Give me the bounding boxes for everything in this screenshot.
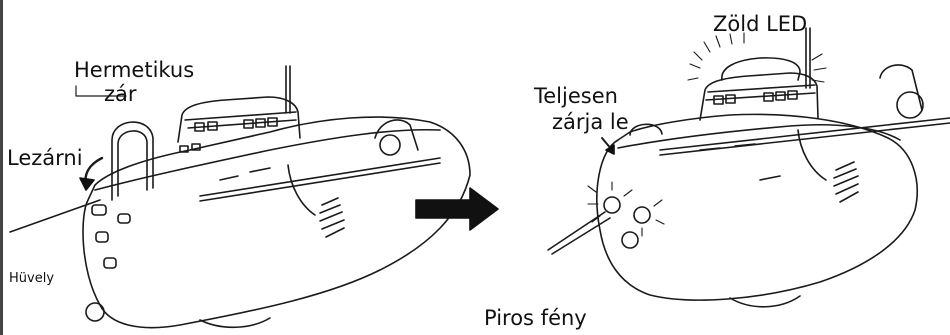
label-red-light: Piros fény xyxy=(484,308,587,329)
lock-direction-arrow xyxy=(80,158,102,190)
submarine-closed-hatch xyxy=(548,28,950,307)
label-hermetic-line2: zár xyxy=(104,84,137,105)
label-fully-closes-line2: zárja le xyxy=(552,112,629,133)
label-sleeve: Hüvely xyxy=(9,272,54,285)
label-lock: Lezárni xyxy=(7,148,83,169)
label-hermetic-line1: Hermetikus xyxy=(74,60,194,81)
label-green-led: Zöld LED xyxy=(713,14,807,35)
transition-arrow xyxy=(416,188,498,230)
label-fully-closes-line1: Teljesen xyxy=(534,86,618,107)
submarine-open-hatch xyxy=(10,66,470,328)
